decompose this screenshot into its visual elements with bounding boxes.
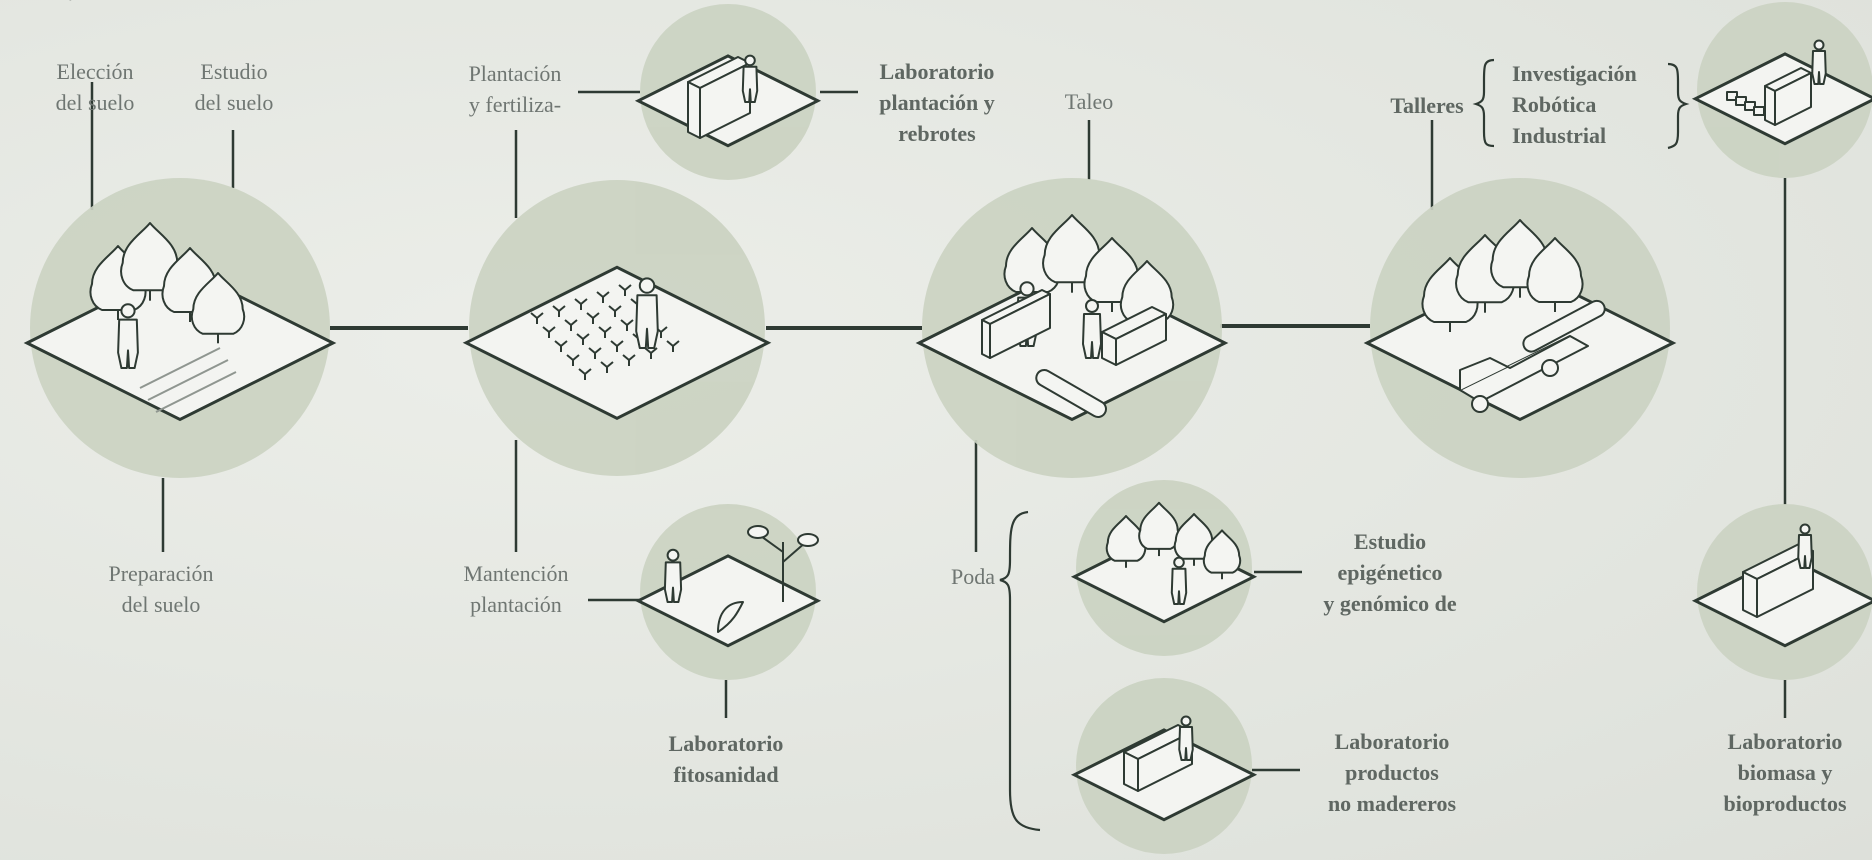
- poda-brace: [999, 510, 1041, 832]
- person-icon: [1082, 299, 1102, 359]
- person-icon: [635, 277, 659, 349]
- genomic-study-icon: [1726, 39, 1827, 126]
- plant-icon: [717, 525, 819, 633]
- non-timber-lab-icon: [663, 525, 819, 633]
- label-taleo: Taleo: [1064, 89, 1114, 114]
- talleres-right-brace: [1667, 62, 1690, 150]
- person-icon: [741, 54, 759, 103]
- plant-health-icon: [1421, 219, 1606, 413]
- biomass-lab-icon: [1742, 523, 1814, 618]
- bench-icon: [1742, 543, 1814, 618]
- label-poda: Poda: [951, 564, 995, 589]
- stage-motifs: [89, 39, 1827, 792]
- braces: [999, 58, 1690, 832]
- stage-plate: [462, 265, 772, 420]
- bench-icon: [981, 289, 1051, 359]
- label-talleres: Talleres: [1390, 93, 1464, 118]
- person-icon: [1170, 556, 1188, 605]
- person-icon: [1811, 39, 1827, 85]
- person-icon: [663, 548, 683, 603]
- talleres-left-brace: [1472, 58, 1495, 148]
- seedlings-icon: [530, 277, 680, 380]
- logging-icon: [687, 54, 759, 139]
- person-icon: [1797, 523, 1813, 569]
- person-icon: [1178, 715, 1194, 761]
- greenhouse-shelf-icon: [981, 214, 1175, 418]
- connector-lines: [90, 82, 1787, 772]
- forest-soil-icon: [89, 222, 246, 413]
- header-fragment: NUEVO CICLO FORESTAL: [8, 0, 332, 9]
- truck-icon: [1459, 299, 1606, 413]
- person-icon: [117, 303, 139, 369]
- robotics-icon: [1123, 715, 1194, 792]
- forest-truck-icon: [1105, 501, 1242, 605]
- stage-plate: [634, 554, 822, 648]
- bench-icon: [687, 56, 751, 139]
- bench-icon: [1101, 306, 1167, 366]
